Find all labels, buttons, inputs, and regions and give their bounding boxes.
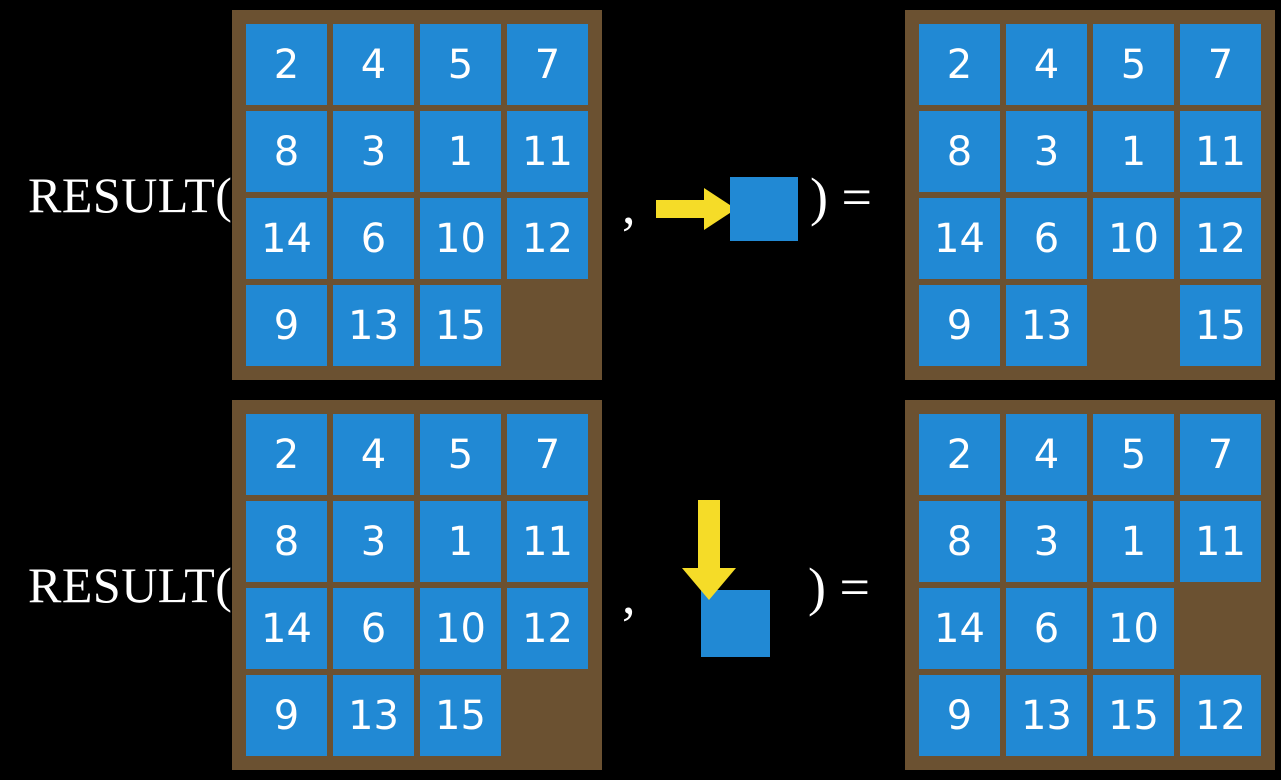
output-board-bottom: 2 4 5 7 8 3 1 11 14 6 10 9 13 15 12 [905, 400, 1275, 770]
output-board-top: 2 4 5 7 8 3 1 11 14 6 10 12 9 13 15 [905, 10, 1275, 380]
tile[interactable]: 12 [507, 198, 588, 279]
tile[interactable]: 2 [246, 414, 327, 495]
tile[interactable]: 6 [1006, 198, 1087, 279]
tile[interactable]: 11 [507, 111, 588, 192]
tile[interactable]: 11 [1180, 111, 1261, 192]
tile[interactable]: 8 [919, 111, 1000, 192]
tile[interactable]: 7 [1180, 414, 1261, 495]
empty-slot[interactable] [507, 285, 588, 366]
tile[interactable]: 7 [507, 414, 588, 495]
tile[interactable]: 11 [507, 501, 588, 582]
tile[interactable]: 15 [420, 285, 501, 366]
tile[interactable]: 3 [1006, 111, 1087, 192]
input-board-bottom: 2 4 5 7 8 3 1 11 14 6 10 12 9 13 15 [232, 400, 602, 770]
tile[interactable]: 14 [246, 198, 327, 279]
result-function-label-top: RESULT( [28, 167, 233, 223]
tile[interactable]: 1 [420, 111, 501, 192]
tile[interactable]: 5 [1093, 414, 1174, 495]
tile[interactable]: 9 [919, 675, 1000, 756]
comma-separator: , [622, 565, 636, 625]
tile[interactable]: 7 [1180, 24, 1261, 105]
tile[interactable]: 3 [333, 111, 414, 192]
tile[interactable]: 1 [420, 501, 501, 582]
moving-tile-indicator [730, 177, 798, 241]
tile[interactable]: 15 [420, 675, 501, 756]
tile[interactable]: 15 [1093, 675, 1174, 756]
tile[interactable]: 9 [246, 675, 327, 756]
tile[interactable]: 8 [246, 501, 327, 582]
empty-slot[interactable] [507, 675, 588, 756]
tile[interactable]: 12 [1180, 198, 1261, 279]
arrow-right-icon [656, 186, 736, 232]
tile[interactable]: 12 [507, 588, 588, 669]
close-paren-equals: ) = [808, 557, 870, 617]
tile[interactable]: 4 [1006, 24, 1087, 105]
tile[interactable]: 14 [246, 588, 327, 669]
tile[interactable]: 10 [1093, 588, 1174, 669]
tile[interactable]: 13 [333, 285, 414, 366]
tile[interactable]: 5 [420, 414, 501, 495]
tile[interactable]: 5 [1093, 24, 1174, 105]
tile[interactable]: 6 [333, 198, 414, 279]
tile[interactable]: 14 [919, 588, 1000, 669]
tile[interactable]: 11 [1180, 501, 1261, 582]
tile[interactable]: 10 [1093, 198, 1174, 279]
tile[interactable]: 3 [1006, 501, 1087, 582]
arrow-down-icon [680, 500, 738, 600]
tile[interactable]: 6 [1006, 588, 1087, 669]
moving-tile-indicator [701, 590, 770, 657]
tile[interactable]: 4 [333, 24, 414, 105]
tile[interactable]: 10 [420, 588, 501, 669]
tile[interactable]: 6 [333, 588, 414, 669]
operator-area-top: , ) = [600, 0, 900, 390]
tile[interactable]: 2 [246, 24, 327, 105]
tile[interactable]: 4 [1006, 414, 1087, 495]
tile[interactable]: 2 [919, 24, 1000, 105]
tile[interactable]: 7 [507, 24, 588, 105]
tile[interactable]: 15 [1180, 285, 1261, 366]
tile[interactable]: 1 [1093, 501, 1174, 582]
close-paren-equals: ) = [810, 167, 872, 227]
tile[interactable]: 5 [420, 24, 501, 105]
tile[interactable]: 12 [1180, 675, 1261, 756]
tile[interactable]: 14 [919, 198, 1000, 279]
tile[interactable]: 13 [333, 675, 414, 756]
tile[interactable]: 13 [1006, 285, 1087, 366]
operator-area-bottom: , ) = [600, 390, 900, 780]
comma-separator: , [622, 175, 636, 235]
tile[interactable]: 2 [919, 414, 1000, 495]
empty-slot[interactable] [1180, 588, 1261, 669]
result-row-top: RESULT( 2 4 5 7 8 3 1 11 14 6 10 12 9 13… [28, 0, 1275, 390]
tile[interactable]: 10 [420, 198, 501, 279]
tile[interactable]: 1 [1093, 111, 1174, 192]
tile[interactable]: 8 [246, 111, 327, 192]
input-board-top: 2 4 5 7 8 3 1 11 14 6 10 12 9 13 15 [232, 10, 602, 380]
tile[interactable]: 13 [1006, 675, 1087, 756]
tile[interactable]: 8 [919, 501, 1000, 582]
result-function-label-bottom: RESULT( [28, 557, 233, 613]
tile[interactable]: 4 [333, 414, 414, 495]
tile[interactable]: 9 [246, 285, 327, 366]
tile[interactable]: 3 [333, 501, 414, 582]
empty-slot[interactable] [1093, 285, 1174, 366]
tile[interactable]: 9 [919, 285, 1000, 366]
result-row-bottom: RESULT( 2 4 5 7 8 3 1 11 14 6 10 12 9 13… [0, 390, 1281, 780]
